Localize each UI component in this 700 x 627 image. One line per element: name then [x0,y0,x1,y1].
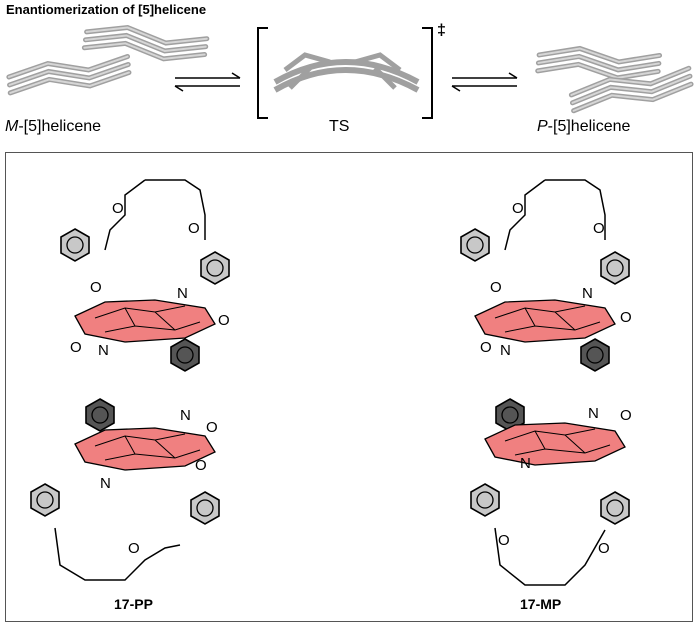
atom-n: N [500,342,511,359]
atom-n: N [98,342,109,359]
ts-bracket [257,27,433,119]
ts-double-dagger: ‡ [437,22,446,39]
equilibrium-arrow-right [451,72,518,92]
atom-o: O [598,540,610,557]
equilibrium-arrow-left [174,72,241,92]
m-helicene-model [8,22,207,93]
atom-o: O [188,220,200,237]
atom-n: N [100,475,111,492]
atom-o: O [112,200,124,217]
atom-o: O [128,540,140,557]
atom-n: N [177,285,188,302]
atom-n: N [582,285,593,302]
molecule-17-pp [30,179,230,581]
atom-o: O [593,220,605,237]
molecule-label-17-mp: 17-MP [520,596,562,612]
ts-model [273,52,420,93]
p-helicene-label: P-[5]helicene [537,118,631,135]
atom-n: N [180,407,191,424]
p-helicene-model [538,45,693,111]
molecules-panel [5,152,693,622]
molecule-17-mp [460,179,630,586]
atom-o: O [620,309,632,326]
atom-o: O [218,312,230,329]
ts-label: TS [329,118,350,135]
atom-o: O [498,532,510,549]
atom-o: O [90,279,102,296]
atom-o: O [206,419,218,436]
atom-o: O [480,339,492,356]
atom-o: O [620,407,632,424]
m-helicene-label: M-[5]helicene [5,118,102,135]
atom-n: N [588,405,599,422]
atom-o: O [512,200,524,217]
atom-o: O [195,457,207,474]
atom-n: N [520,455,531,472]
diagram-title: Enantiomerization of [5]helicene [6,2,207,17]
molecule-label-17-pp: 17-PP [114,596,153,612]
atom-labels: O O O N O N O N O N O O O O O N O N O N … [70,200,632,557]
atom-o: O [70,339,82,356]
atom-o: O [490,279,502,296]
